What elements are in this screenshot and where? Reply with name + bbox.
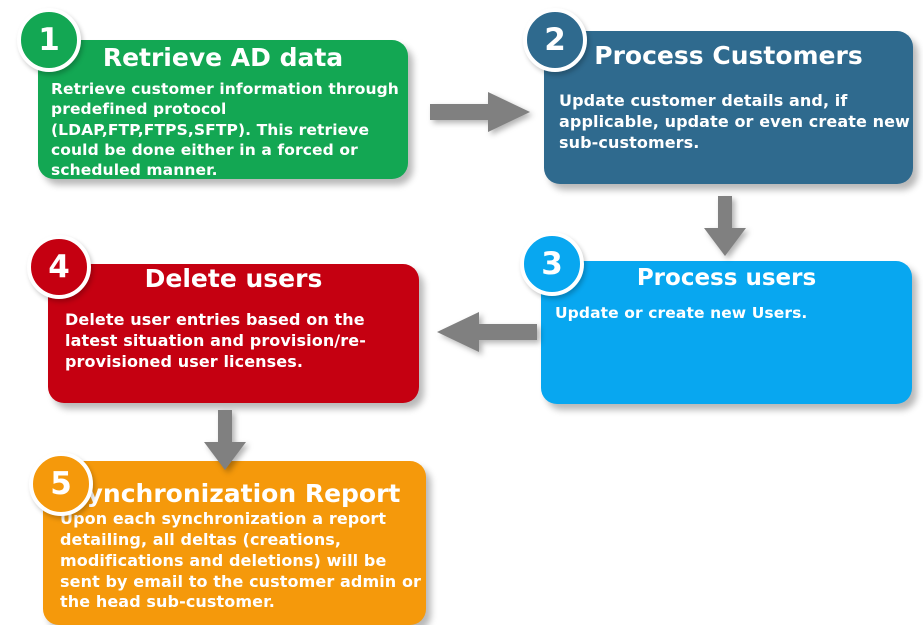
step-5-number: 5 xyxy=(50,466,72,502)
step-box-1[interactable]: Retrieve AD data Retrieve customer infor… xyxy=(38,40,408,179)
step-1-title: Retrieve AD data xyxy=(102,43,344,72)
arrow-step1-to-step2-icon xyxy=(430,92,530,132)
step-1-number-badge[interactable]: 1 xyxy=(17,8,81,72)
arrow-step2-to-step3-icon xyxy=(704,196,746,256)
step-5-description: Upon each synchronization a report detai… xyxy=(60,509,422,612)
step-5-title: Synchronization Report xyxy=(68,479,401,508)
step-1-number: 1 xyxy=(38,22,60,58)
step-4-number-badge[interactable]: 4 xyxy=(27,235,91,299)
arrow-step4-to-step5-icon xyxy=(204,410,246,470)
step-box-4[interactable]: Delete users Delete user entries based o… xyxy=(48,264,419,403)
step-4-description: Delete user entries based on the latest … xyxy=(65,310,366,371)
step-3-number-badge[interactable]: 3 xyxy=(520,232,584,296)
step-4-title: Delete users xyxy=(144,264,323,293)
step-3-description: Update or create new Users. xyxy=(555,304,808,323)
step-box-3[interactable]: Process users Update or create new Users… xyxy=(541,261,912,404)
step-4-number: 4 xyxy=(48,249,70,285)
step-box-2[interactable]: Process Customers Update customer detail… xyxy=(544,31,913,184)
step-2-description: Update customer details and, if applicab… xyxy=(559,91,910,152)
step-3-title: Process users xyxy=(636,265,817,291)
step-2-number: 2 xyxy=(544,22,566,58)
step-2-title: Process Customers xyxy=(594,41,863,70)
step-box-5[interactable]: Synchronization Report Upon each synchro… xyxy=(43,461,426,625)
step-1-description: Retrieve customer information through pr… xyxy=(51,80,399,179)
step-3-number: 3 xyxy=(541,246,563,282)
step-2-number-badge[interactable]: 2 xyxy=(523,8,587,72)
step-5-number-badge[interactable]: 5 xyxy=(29,452,93,516)
arrow-step3-to-step4-icon xyxy=(437,312,537,352)
